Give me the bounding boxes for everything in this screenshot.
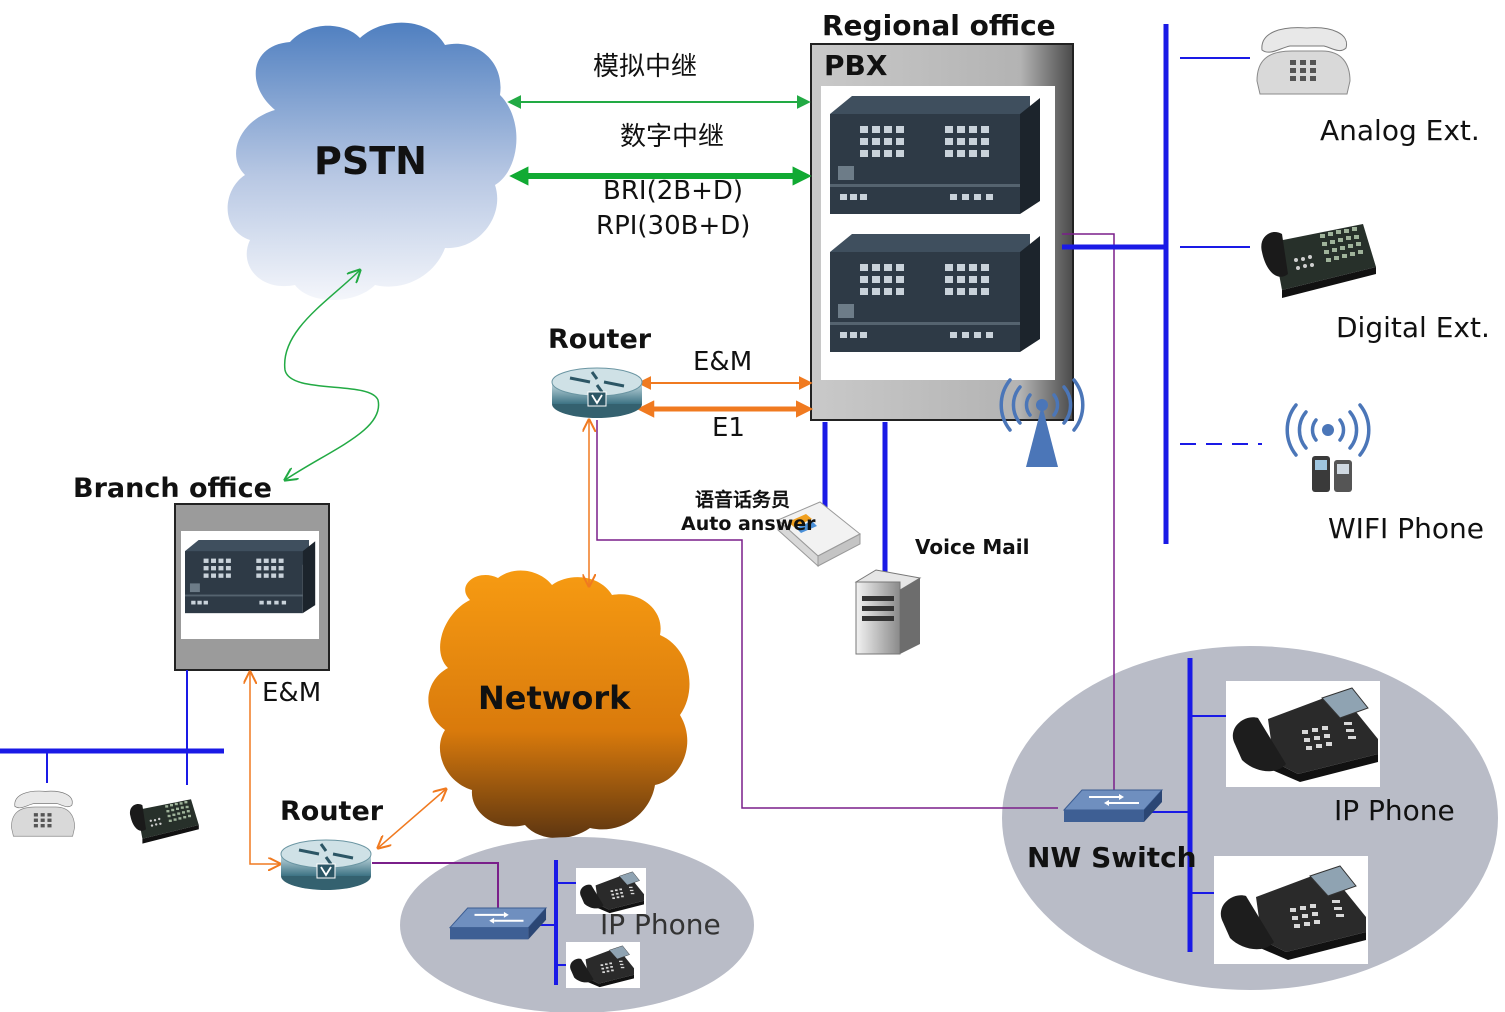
voice-attendant-label: 语音话务员	[695, 489, 791, 511]
wifi-phone-label: WIFI Phone	[1328, 512, 1484, 545]
extension-bus	[822, 24, 1262, 572]
em-top-label: E&M	[693, 347, 753, 377]
voice-mail-label: Voice Mail	[915, 535, 1030, 559]
voice-mail-server	[854, 569, 922, 655]
wifi-antenna	[999, 378, 1085, 467]
regional-ip-phone-label: IP Phone	[1334, 794, 1455, 827]
router-bottom-label: Router	[280, 796, 384, 827]
branch-office-label: Branch office	[73, 473, 272, 504]
branch-switch	[449, 907, 548, 941]
branch-router-network-link	[378, 789, 446, 848]
pbx-switch-link	[1062, 233, 1115, 790]
nw-switch	[1063, 789, 1163, 823]
rpi-label: RPI(30B+D)	[596, 211, 751, 241]
pbx-unit-bottom	[830, 234, 1040, 352]
auto-answer-label: Auto answer	[681, 513, 816, 535]
digital-trunk-label: 数字中继	[620, 122, 725, 152]
wifi-phone-icon	[1285, 403, 1371, 492]
em-branch-label: E&M	[262, 678, 322, 708]
bri-label: BRI(2B+D)	[603, 176, 744, 206]
branch-router-switch-link	[372, 862, 499, 910]
digital-ext-phone	[1261, 224, 1376, 298]
branch-bus	[0, 670, 224, 785]
router-switch-link	[596, 420, 1058, 809]
regional-pbx	[810, 43, 1074, 421]
auto-answer-device	[777, 501, 861, 568]
branch-ip-phone-label: IP Phone	[600, 908, 721, 941]
network-label: Network	[478, 679, 631, 717]
e1-label: E1	[712, 413, 745, 443]
pstn-cloud	[227, 22, 517, 301]
pbx-label: PBX	[824, 49, 888, 82]
branch-pbx	[174, 503, 330, 671]
regional-router	[550, 366, 644, 420]
analog-ext-phone	[1256, 27, 1351, 95]
analog-ext-label: Analog Ext.	[1320, 114, 1480, 147]
digital-ext-label: Digital Ext.	[1336, 311, 1490, 344]
pbx-unit-top	[830, 96, 1040, 214]
analog-trunk-label: 模拟中继	[593, 52, 698, 82]
network-cloud	[428, 570, 690, 839]
branch-router	[279, 838, 373, 892]
regional-office-label: Regional office	[822, 9, 1056, 42]
router-top-label: Router	[548, 324, 652, 355]
em-link-branch	[250, 672, 280, 864]
branch-digital-phone	[129, 799, 199, 844]
pstn-label: PSTN	[314, 139, 427, 183]
nw-switch-label: NW Switch	[1027, 841, 1197, 874]
branch-pbx-unit	[185, 540, 316, 614]
pstn-branch-link	[285, 270, 380, 480]
branch-analog-phone	[11, 790, 75, 837]
branch-lan-area	[400, 837, 754, 1012]
